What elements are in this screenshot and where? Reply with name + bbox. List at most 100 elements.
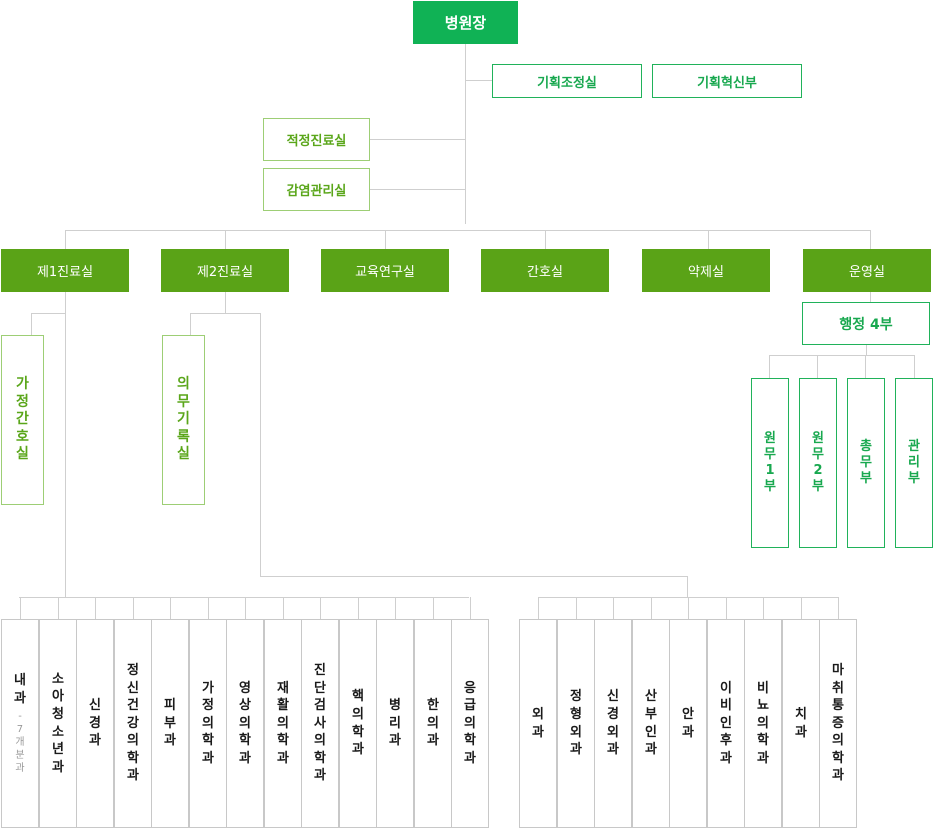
- department-box: 제2진료실: [161, 249, 289, 292]
- ops-drop: [870, 292, 871, 302]
- dept-drop: [870, 230, 871, 249]
- admin-unit-drop: [914, 355, 915, 378]
- department-column-drop: [133, 597, 134, 619]
- infection-control-box: 감염관리실: [263, 168, 370, 211]
- department-column-drop: [576, 597, 577, 619]
- staff-left-connector-2: [370, 189, 465, 190]
- dept-drop: [225, 230, 226, 249]
- clinic2-drop: [687, 576, 688, 597]
- department-box: 교육연구실: [321, 249, 449, 292]
- department-column-drop: [613, 597, 614, 619]
- department-box: 간호실: [481, 249, 609, 292]
- admin-division-box: 행정 4부: [802, 302, 930, 345]
- admin-bus-line: [769, 355, 915, 356]
- clinic1-bus-line: [19, 597, 469, 598]
- clinic1-trunk: [65, 292, 66, 597]
- department-column-drop: [726, 597, 727, 619]
- dept-drop: [385, 230, 386, 249]
- department-column-drop: [208, 597, 209, 619]
- department-column-drop: [433, 597, 434, 619]
- department-column-drop: [283, 597, 284, 619]
- department-column-drop: [470, 597, 471, 619]
- staff-right-connector: [465, 80, 492, 81]
- clinic2-branch: [190, 313, 260, 314]
- department-column-drop: [801, 597, 802, 619]
- planning-coordination-box: 기획조정실: [492, 64, 642, 98]
- department-column-drop: [245, 597, 246, 619]
- department-column-drop: [20, 597, 21, 619]
- clinic2-trunk: [225, 292, 226, 314]
- admin-unit-drop: [817, 355, 818, 378]
- department-column-drop: [763, 597, 764, 619]
- staff-left-connector-1: [370, 139, 465, 140]
- department-column-drop: [95, 597, 96, 619]
- department-box: 제1진료실: [1, 249, 129, 292]
- department-column-drop: [358, 597, 359, 619]
- clinic2-horizontal: [260, 576, 687, 577]
- home-nursing-connector: [31, 313, 66, 314]
- quality-care-box: 적정진료실: [263, 118, 370, 161]
- admin-unit-drop: [865, 355, 866, 378]
- department-column-drop: [538, 597, 539, 619]
- planning-innovation-box: 기획혁신부: [652, 64, 802, 98]
- department-column-drop: [170, 597, 171, 619]
- dept-drop: [545, 230, 546, 249]
- department-column-drop: [320, 597, 321, 619]
- main-trunk-line: [465, 44, 466, 224]
- department-column-drop: [688, 597, 689, 619]
- admin-drop: [866, 345, 867, 355]
- director-box: 병원장: [413, 1, 518, 44]
- department-column-drop: [395, 597, 396, 619]
- department-column-drop: [838, 597, 839, 619]
- department-box: 운영실: [803, 249, 931, 292]
- clinic2-long-line: [260, 313, 261, 577]
